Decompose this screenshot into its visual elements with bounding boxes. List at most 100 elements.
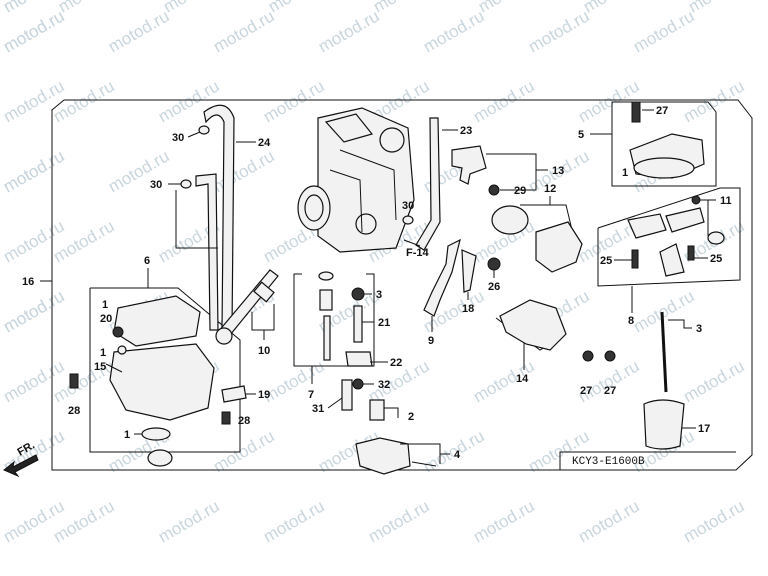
link-arm-2 xyxy=(665,207,705,233)
reference-arrow xyxy=(403,239,421,247)
float-pin xyxy=(411,461,437,467)
screw-27c xyxy=(604,350,616,362)
tube-23 xyxy=(415,117,441,251)
clip-30a xyxy=(198,125,210,135)
callout-11: 11 xyxy=(720,195,732,207)
callout-7: 7 xyxy=(308,389,314,401)
callout-13: 13 xyxy=(552,165,564,177)
leader-10 xyxy=(251,304,275,331)
leader-30a xyxy=(187,131,201,138)
link-arm xyxy=(627,213,667,239)
callout-4: 4 xyxy=(454,449,461,461)
callout-5: 5 xyxy=(578,129,584,141)
callout-32: 32 xyxy=(378,379,390,391)
callout-30a: 30 xyxy=(172,132,184,144)
bracket-7 xyxy=(293,273,375,367)
screw-25a xyxy=(631,249,639,269)
bracket-12 xyxy=(520,204,573,231)
callout-25a: 25 xyxy=(600,255,612,267)
cover-oring xyxy=(633,157,695,179)
bracket-13 xyxy=(486,153,537,191)
callout-31: 31 xyxy=(312,403,324,415)
callout-2: 2 xyxy=(408,411,414,423)
gasket xyxy=(113,295,201,347)
callout-22: 22 xyxy=(390,357,402,369)
diagram-frame xyxy=(51,99,753,471)
callout-9: 9 xyxy=(428,335,434,347)
callout-16: 16 xyxy=(22,276,34,288)
callout-10: 10 xyxy=(258,345,270,357)
code-divider xyxy=(559,451,736,470)
lever-9 xyxy=(423,238,461,317)
diagram-code: KCY3-E1600B xyxy=(572,456,645,468)
oring-1 xyxy=(141,427,171,441)
callout-labels: 1 1 1 1 2 3 3 4 5 6 7 8 9 10 11 12 13 14… xyxy=(16,105,732,468)
callout-30b: 30 xyxy=(150,179,162,191)
jet-parts xyxy=(318,271,373,411)
leader-15 xyxy=(105,363,123,373)
callout-1c: 1 xyxy=(100,347,106,359)
callout-28a: 28 xyxy=(68,405,80,417)
leader-3b xyxy=(668,319,692,329)
callout-27b: 27 xyxy=(580,385,592,397)
pilot-screw-10 xyxy=(215,269,279,345)
callout-17: 17 xyxy=(698,423,710,435)
group-frame-5 xyxy=(611,101,717,187)
callout-3b: 3 xyxy=(696,323,702,335)
drum-12 xyxy=(535,221,583,273)
callout-25b: 25 xyxy=(710,253,722,265)
callout-20: 20 xyxy=(100,313,112,325)
needle-3 xyxy=(660,311,668,393)
callout-6: 6 xyxy=(144,255,150,267)
nut-26 xyxy=(487,257,501,271)
lever-18 xyxy=(461,249,477,293)
callout-8: 8 xyxy=(628,315,634,327)
bracket-part-13 xyxy=(451,145,487,185)
callout-1d: 1 xyxy=(124,429,130,441)
callout-27c: 27 xyxy=(604,385,616,397)
screw-20 xyxy=(112,326,124,338)
callout-23: 23 xyxy=(460,125,472,137)
callout-3a: 3 xyxy=(376,289,382,301)
leader-4 xyxy=(400,443,441,464)
leader-31 xyxy=(327,397,343,409)
callout-15: 15 xyxy=(94,361,106,373)
callout-28b: 28 xyxy=(238,415,250,427)
screw-25b xyxy=(687,245,695,261)
washer-1 xyxy=(117,345,127,355)
callout-30c: 30 xyxy=(402,200,414,212)
bracket-8 xyxy=(659,243,685,277)
screw-27b xyxy=(582,350,594,362)
spring-12 xyxy=(491,205,529,235)
callout-19: 19 xyxy=(258,389,270,401)
group-frame-8 xyxy=(597,187,741,287)
callout-12: 12 xyxy=(544,183,556,195)
callout-29: 29 xyxy=(514,185,526,197)
screw-29 xyxy=(488,184,500,196)
washer-11 xyxy=(691,195,701,205)
callout-1b: 1 xyxy=(102,299,108,311)
leader-2 xyxy=(384,407,399,418)
callout-21: 21 xyxy=(378,317,390,329)
callout-26: 26 xyxy=(488,281,500,293)
callout-14: 14 xyxy=(516,373,529,385)
bowl-drain xyxy=(147,449,173,467)
diaphragm-14 xyxy=(499,299,567,351)
front-direction-arrow xyxy=(3,454,39,478)
reference-label: F-14 xyxy=(406,247,430,259)
screw-28b xyxy=(221,411,231,425)
carburetor-body xyxy=(297,107,415,253)
callout-1a: 1 xyxy=(622,167,628,179)
screw-27a xyxy=(631,101,641,123)
clip-19 xyxy=(221,385,247,403)
tube-17 xyxy=(643,399,685,450)
callout-27a: 27 xyxy=(656,105,668,117)
leader-30-box xyxy=(175,190,218,249)
screw-28a xyxy=(69,373,79,389)
washer-8 xyxy=(707,231,725,245)
callout-24: 24 xyxy=(258,137,271,149)
float-bowl xyxy=(109,343,215,421)
part-2 xyxy=(369,399,385,421)
callout-18: 18 xyxy=(462,303,474,315)
